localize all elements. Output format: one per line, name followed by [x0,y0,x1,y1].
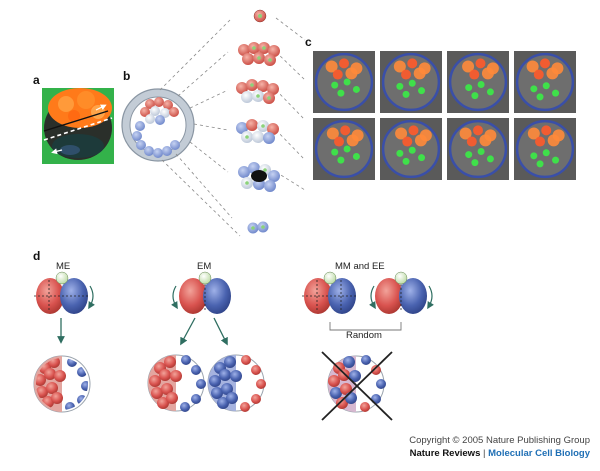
journal-line: Nature Reviews | Molecular Cell Biology [409,447,590,460]
cross-out-mark [321,351,393,421]
journal-separator: | [480,448,489,459]
panel-label-a: a [33,73,40,87]
time-lapse-frame [380,51,442,113]
blastocyst-em-left [147,354,206,412]
panel-a-micrograph [42,88,114,164]
two-cell-me [34,271,95,344]
journal-name: Nature Reviews [409,448,481,459]
time-lapse-frames [313,51,576,180]
copyright-text: Copyright © 2005 Nature Publishing Group [409,435,590,446]
random-bracket [329,322,402,331]
section-slices [236,9,280,234]
blastocyst-em-right [207,354,266,412]
journal-subtitle: Molecular Cell Biology [488,448,590,459]
panel-label-d: d [33,249,40,263]
blastocyst-diagram [121,88,195,162]
two-cell-em [171,271,231,346]
panel-label-c: c [305,35,312,49]
credit-block: Copyright © 2005 Nature Publishing Group… [409,434,590,460]
two-cell-ee [369,271,434,314]
random-label: Random [346,330,382,341]
blastocyst-me [33,355,91,413]
time-lapse-frame [313,51,375,113]
time-lapse-frame [514,118,576,180]
label-me: ME [56,261,70,272]
time-lapse-frame [447,118,509,180]
panel-label-b: b [123,69,130,83]
time-lapse-frame [380,118,442,180]
label-em: EM [197,261,211,272]
slice-connectors [159,17,306,237]
time-lapse-frame [514,51,576,113]
label-mm-ee: MM and EE [335,261,385,272]
blastocyst-random [327,355,386,413]
time-lapse-frame [447,51,509,113]
two-cell-mm [302,271,358,314]
time-lapse-frame [313,118,375,180]
